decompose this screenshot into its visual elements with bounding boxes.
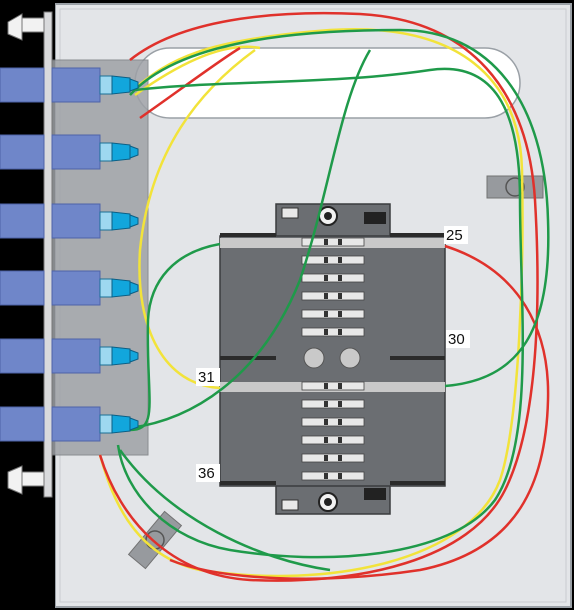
splice-slot <box>301 435 365 445</box>
splice-label-36: 36 <box>198 465 215 482</box>
splice-slot <box>301 453 365 463</box>
splice-label-30: 30 <box>448 331 465 348</box>
splice-slot <box>301 381 365 391</box>
fiber-routing <box>98 11 550 582</box>
splice-slot <box>301 273 365 283</box>
label-31: 31 <box>196 368 220 386</box>
label-25: 25 <box>444 226 468 244</box>
fiber-red-3 <box>169 244 550 580</box>
fiber-red-2 <box>139 46 241 120</box>
fiber-connector-icon <box>99 211 139 231</box>
fiber-yellow-2 <box>138 48 256 390</box>
fiber-yellow-3 <box>134 45 261 97</box>
splice-tray-body <box>219 235 446 487</box>
splice-slot <box>301 327 365 337</box>
fiber-green-4 <box>129 49 372 430</box>
fiber-adapter <box>0 67 101 103</box>
fiber-adapter <box>0 406 101 442</box>
splice-slots-lower <box>301 381 365 481</box>
fiber-connector-icon <box>99 278 139 298</box>
fiber-green-5 <box>118 449 331 572</box>
splice-slot <box>301 399 365 409</box>
fiber-adapter <box>0 134 101 170</box>
splice-slot <box>301 255 365 265</box>
fiber-connector-icon <box>99 75 139 95</box>
cable-clamp-right <box>486 175 544 199</box>
splice-slots-upper <box>301 237 365 337</box>
splice-label-31: 31 <box>198 369 215 386</box>
splice-slot <box>301 471 365 481</box>
cable-slot <box>134 47 521 119</box>
fiber-red <box>98 11 539 582</box>
splice-slot <box>301 237 365 247</box>
connector-column <box>99 75 139 434</box>
fiber-connector-icon <box>99 142 139 162</box>
fiber-adapter <box>0 270 101 306</box>
fiber-adapter <box>0 338 101 374</box>
adapter-column <box>0 67 101 442</box>
splice-slot <box>301 309 365 319</box>
fiber-connector-icon <box>99 414 139 434</box>
adapter-backplate <box>51 59 149 456</box>
fiber-green-3 <box>129 242 221 432</box>
label-36: 36 <box>196 464 220 482</box>
mounting-rail <box>43 11 53 498</box>
splice-slot <box>301 417 365 427</box>
fiber-connector-icon <box>99 346 139 366</box>
label-30: 30 <box>446 330 470 348</box>
splice-tray <box>219 203 446 515</box>
tray-post-left <box>303 347 325 369</box>
tray-post-right <box>339 347 361 369</box>
fiber-adapter <box>0 203 101 239</box>
fiber-green <box>116 67 524 559</box>
splice-label-25: 25 <box>446 227 463 244</box>
splice-slot <box>301 291 365 301</box>
fiber-green-2 <box>129 28 550 388</box>
